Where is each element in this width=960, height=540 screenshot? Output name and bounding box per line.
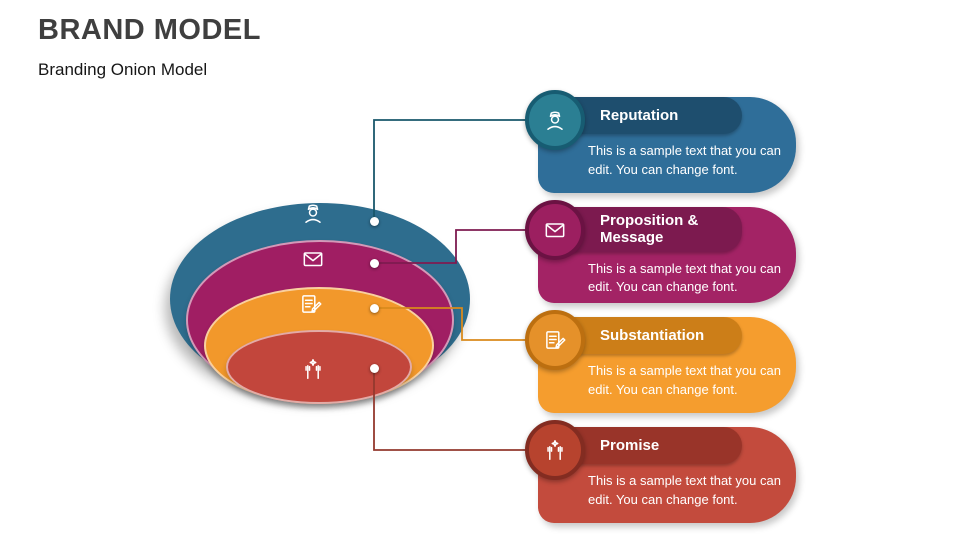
page-subtitle: Branding Onion Model [38,60,208,79]
connector-dot [370,217,379,226]
connector-dot [370,364,379,373]
card-promise: Promise This is a sample text that you c… [525,420,796,523]
card-substantiation: Substantiation This is a sample text tha… [525,310,796,413]
card-reputation: Reputation This is a sample text that yo… [525,90,796,193]
envelope-icon [300,246,326,272]
card-proposition-message: Proposition & Message This is a sample t… [525,200,796,303]
officer-icon [300,200,326,226]
certificate-icon [298,291,324,317]
envelope-icon [525,200,585,260]
card-body-text: This is a sample text that you can edit.… [588,363,781,397]
hands-icon [525,420,585,480]
officer-icon [525,90,585,150]
card-body-text: This is a sample text that you can edit.… [588,473,781,507]
connector-dot [370,259,379,268]
certificate-icon [525,310,585,370]
card-body-text: This is a sample text that you can edit.… [588,143,781,177]
page-title: BRAND MODEL [38,14,261,46]
hands-icon [300,356,326,382]
card-body-text: This is a sample text that you can edit.… [588,260,781,295]
connector-dot [370,304,379,313]
